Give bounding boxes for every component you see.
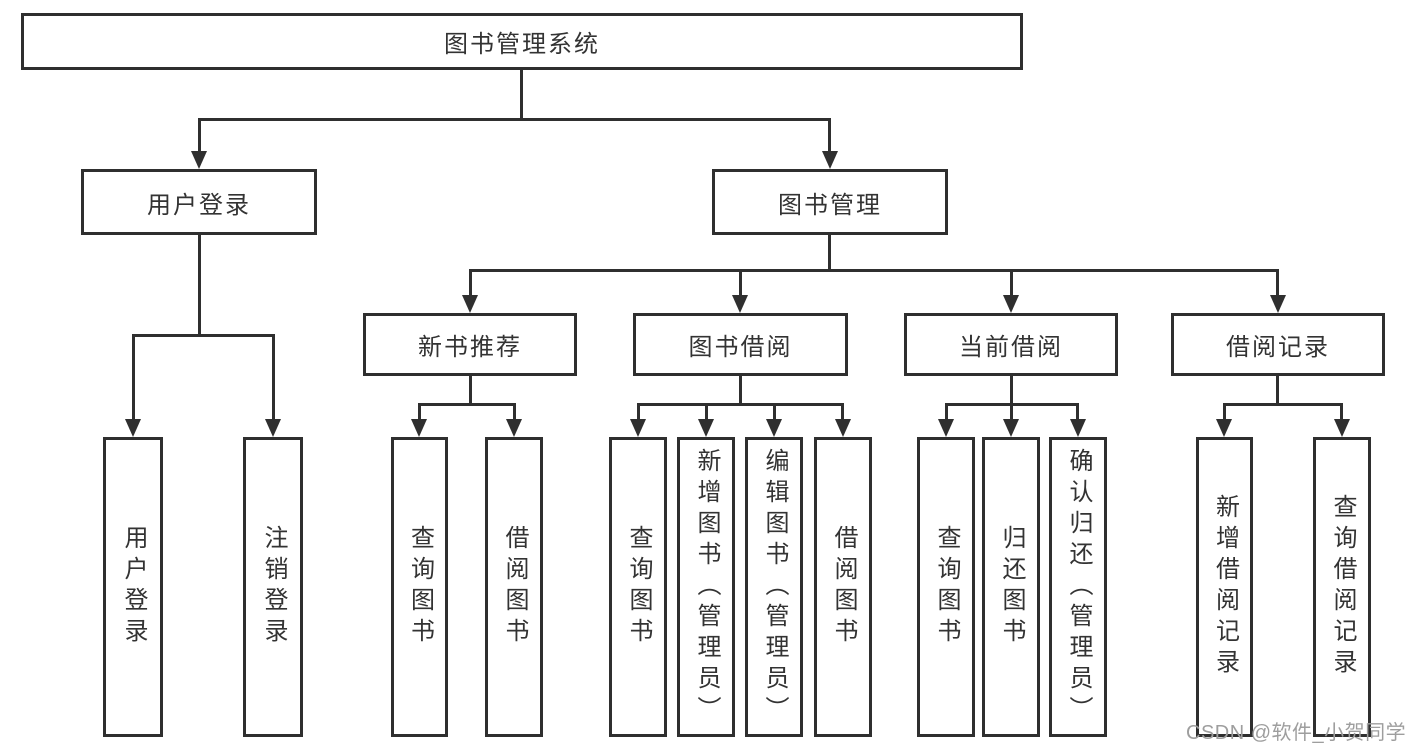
leaf-borrow-book: 借阅图书 — [814, 437, 872, 737]
connector-line — [1010, 376, 1013, 406]
connector-line — [637, 403, 640, 419]
arrow-down-icon — [630, 419, 646, 437]
connector-line — [828, 235, 831, 272]
arrow-down-icon — [1216, 419, 1232, 437]
connector-line — [513, 403, 516, 419]
leaf-borrow-book-recommend: 借阅图书 — [485, 437, 543, 737]
connector-line — [773, 403, 776, 419]
connector-line — [133, 334, 275, 337]
connector-line — [469, 376, 472, 406]
arrow-down-icon — [766, 419, 782, 437]
arrow-down-icon — [1070, 419, 1086, 437]
connector-line — [828, 118, 831, 151]
connector-line — [470, 269, 1278, 272]
connector-line — [419, 403, 515, 406]
arrow-down-icon — [1003, 419, 1019, 437]
connector-line — [705, 403, 708, 419]
node-root: 图书管理系统 — [21, 13, 1023, 70]
connector-line — [1010, 269, 1013, 295]
connector-line — [945, 403, 948, 419]
leaf-return-book: 归还图书 — [982, 437, 1040, 737]
arrow-down-icon — [1270, 295, 1286, 313]
leaf-confirm-return-admin: 确认归还（管理员） — [1049, 437, 1107, 737]
csdn-watermark: CSDN @软件_小贺同学 — [1186, 722, 1405, 744]
arrow-down-icon — [191, 151, 207, 169]
connector-line — [1076, 403, 1079, 419]
arrow-down-icon — [411, 419, 427, 437]
node-book-borrow: 图书借阅 — [633, 313, 848, 376]
connector-line — [520, 70, 523, 120]
connector-line — [198, 118, 830, 121]
leaf-query-book-current: 查询图书 — [917, 437, 975, 737]
connector-line — [198, 118, 201, 151]
leaf-user-login: 用户登录 — [103, 437, 163, 737]
arrow-down-icon — [835, 419, 851, 437]
arrow-down-icon — [822, 151, 838, 169]
leaf-edit-book-admin: 编辑图书（管理员） — [745, 437, 803, 737]
arrow-down-icon — [462, 295, 478, 313]
arrow-down-icon — [938, 419, 954, 437]
leaf-add-borrow-record: 新增借阅记录 — [1196, 437, 1253, 737]
leaf-query-borrow-record: 查询借阅记录 — [1313, 437, 1371, 737]
connector-line — [1224, 403, 1342, 406]
connector-line — [739, 376, 742, 406]
node-user-login: 用户登录 — [81, 169, 317, 235]
connector-line — [1223, 403, 1226, 419]
leaf-query-book-borrow: 查询图书 — [609, 437, 667, 737]
connector-line — [1276, 269, 1279, 295]
arrow-down-icon — [1334, 419, 1350, 437]
arrow-down-icon — [125, 419, 141, 437]
connector-line — [272, 334, 275, 419]
arrow-down-icon — [506, 419, 522, 437]
leaf-query-book-recommend: 查询图书 — [391, 437, 448, 737]
connector-line — [1010, 403, 1013, 419]
arrow-down-icon — [1003, 295, 1019, 313]
node-new-book-recommend: 新书推荐 — [363, 313, 577, 376]
node-book-management: 图书管理 — [712, 169, 948, 235]
connector-line — [198, 235, 201, 337]
node-current-borrow: 当前借阅 — [904, 313, 1118, 376]
arrow-down-icon — [265, 419, 281, 437]
connector-line — [1340, 403, 1343, 419]
leaf-add-book-admin: 新增图书（管理员） — [677, 437, 735, 737]
connector-line — [841, 403, 844, 419]
connector-line — [638, 403, 843, 406]
connector-line — [418, 403, 421, 419]
connector-line — [132, 334, 135, 419]
connector-line — [739, 269, 742, 295]
arrow-down-icon — [698, 419, 714, 437]
node-borrow-records: 借阅记录 — [1171, 313, 1385, 376]
arrow-down-icon — [732, 295, 748, 313]
connector-line — [469, 269, 472, 295]
connector-line — [1276, 376, 1279, 406]
leaf-logout-login: 注销登录 — [243, 437, 303, 737]
